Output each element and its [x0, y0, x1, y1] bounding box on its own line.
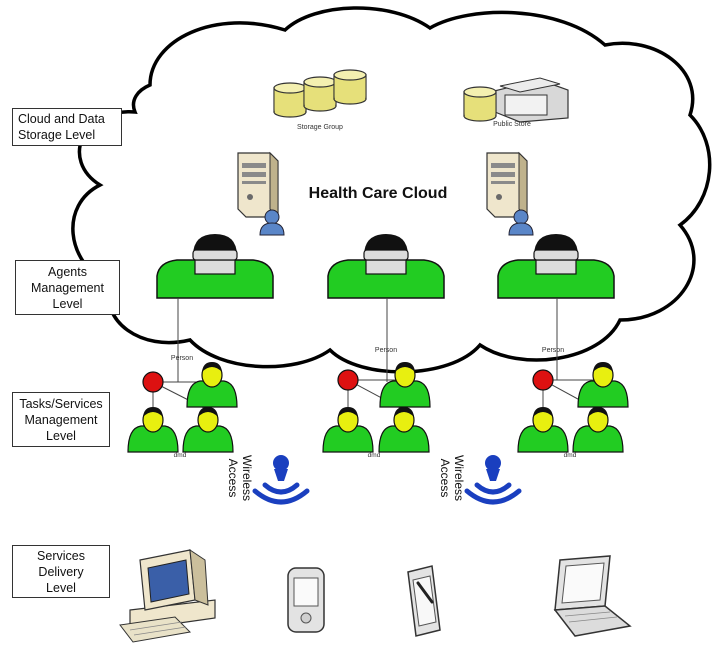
task-group [517, 361, 629, 453]
storage-group-label: Storage Group [297, 124, 343, 131]
svg-text:Access: Access [438, 459, 452, 498]
person-icon [577, 361, 629, 408]
task-group-label: dmd [174, 452, 187, 459]
tablet-icon [407, 565, 441, 637]
person-icon [127, 406, 179, 453]
agent-link-label: Person [375, 347, 397, 354]
task-group-label: dmd [564, 452, 577, 459]
agent-link-label: Person [542, 347, 564, 354]
person-icon [378, 406, 430, 453]
cloud-title: Health Care Cloud [309, 185, 448, 202]
person-icon [572, 406, 624, 453]
hub-node-icon [337, 369, 359, 391]
wireless-icon [467, 455, 519, 502]
level-label-agents-management: Agents Management Level [15, 260, 120, 315]
svg-text:Wireless: Wireless [240, 455, 254, 501]
task-group [322, 361, 431, 453]
person-icon [322, 406, 374, 453]
desktop-computer-icon [119, 548, 216, 643]
svg-text:Wireless: Wireless [452, 455, 466, 501]
public-store-icon [463, 77, 569, 123]
task-group [127, 361, 238, 453]
task-group-label: dmd [368, 452, 381, 459]
agent-link-label: Person [171, 355, 193, 362]
public-store-label: Public Store [493, 121, 531, 128]
person-icon [186, 361, 238, 408]
person-icon [182, 406, 234, 453]
wireless-access-label: Wireless Access [438, 455, 466, 501]
person-icon [517, 406, 569, 453]
pda-icon [287, 567, 325, 633]
svg-text:Access: Access [226, 459, 240, 498]
wireless-icon [255, 455, 307, 502]
hub-node-icon [142, 371, 164, 393]
wireless-access-label: Wireless Access [226, 455, 254, 501]
laptop-icon [553, 555, 632, 637]
level-label-services-delivery: Services Delivery Level [12, 545, 110, 598]
hub-node-icon [532, 369, 554, 391]
level-label-tasks-services-management: Tasks/Services Management Level [12, 392, 110, 447]
level-label-cloud-storage: Cloud and Data Storage Level [12, 108, 122, 146]
